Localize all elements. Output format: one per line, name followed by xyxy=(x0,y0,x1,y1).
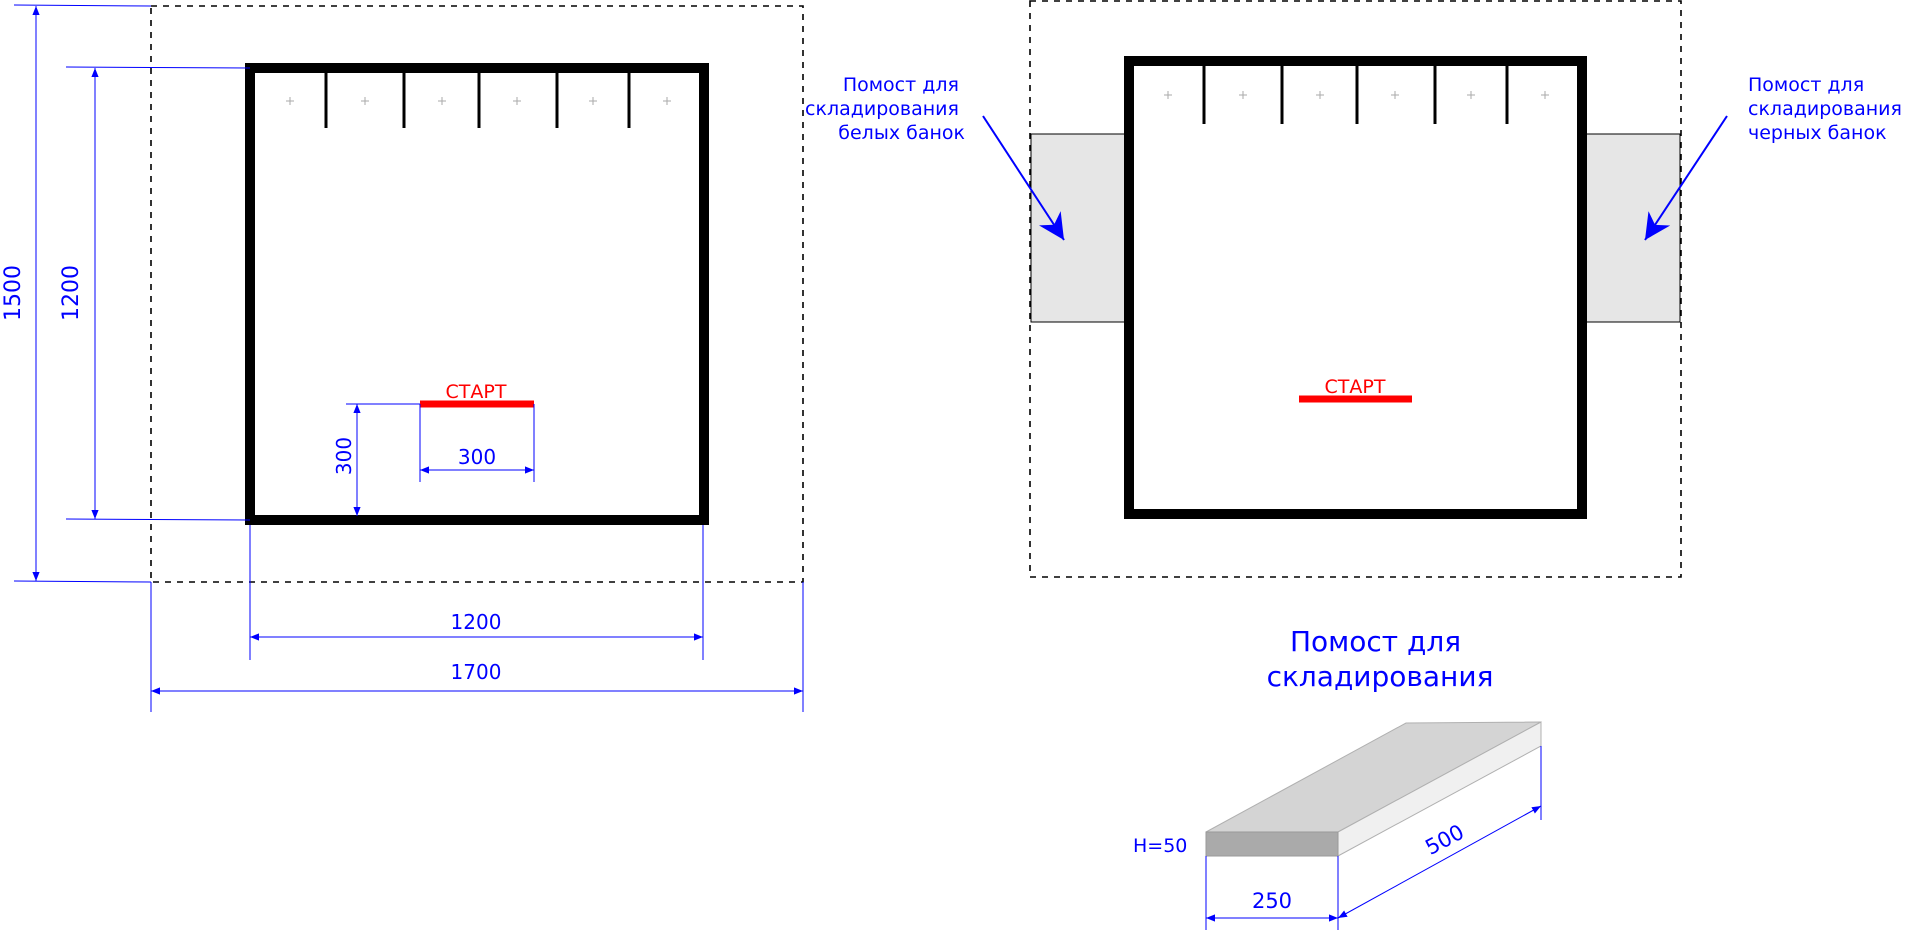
arrow-white-cans xyxy=(982,115,1065,241)
left-plan: СТАРТ 1500 1200 300 300 1200 1700 xyxy=(1,4,804,712)
arrow-black-cans xyxy=(1644,115,1728,241)
platform-title: Помост для складирования xyxy=(1267,625,1494,693)
platform-front-face xyxy=(1205,831,1339,857)
platform-length-label: 500 xyxy=(1421,820,1468,860)
slot-cross-marks xyxy=(1164,91,1549,99)
slot-cross-marks xyxy=(286,97,671,105)
field-border xyxy=(1124,56,1587,519)
slot-dividers xyxy=(1202,61,1509,124)
platform-3d-detail: Помост для складирования H=50 250 500 xyxy=(1133,625,1542,930)
slot-dividers xyxy=(324,68,631,128)
dim-start-offset: 300 xyxy=(332,437,356,475)
dim-field-height: 1200 xyxy=(59,265,84,321)
platform-black-cans xyxy=(1584,133,1681,323)
dim-outer-height: 1500 xyxy=(1,265,26,321)
outer-zone-dashed xyxy=(150,5,804,583)
platform-height-label: H=50 xyxy=(1133,835,1187,857)
start-label: СТАРТ xyxy=(446,381,507,403)
platform-dimension-lines xyxy=(1205,746,1542,930)
field-border xyxy=(245,63,709,525)
platform-white-cans xyxy=(1030,133,1126,323)
right-plan: СТАРТ Помост для складирования белых бан… xyxy=(805,0,1908,578)
dim-start-width: 300 xyxy=(458,445,496,469)
left-dimension-lines xyxy=(13,4,804,712)
dim-outer-width: 1700 xyxy=(451,660,502,684)
label-black-cans: Помост для складирования черных банок xyxy=(1748,74,1908,144)
label-white-cans: Помост для складирования белых банок xyxy=(805,74,965,144)
dim-field-width: 1200 xyxy=(451,610,502,634)
start-label: СТАРТ xyxy=(1325,376,1386,398)
outer-zone-dashed xyxy=(1029,0,1682,578)
platform-width-label: 250 xyxy=(1252,889,1292,913)
